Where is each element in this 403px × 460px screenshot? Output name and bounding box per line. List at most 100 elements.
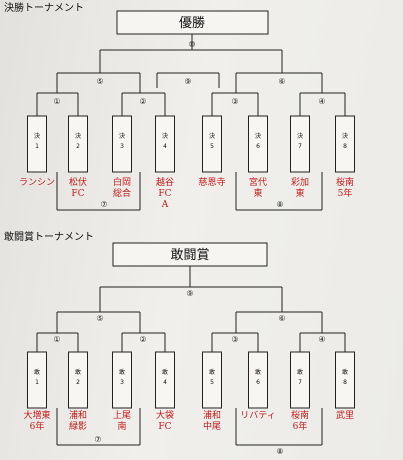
final-team-name-3: 総合 [113,187,131,199]
final-team-name-4: FC [158,189,171,199]
fs-slot-box-1 [27,351,47,409]
fs-slot-number-7: 7 [298,379,302,386]
fighting-spirit-tournament [36,242,346,446]
fs-slot-box-6 [248,351,268,409]
fs-slot-number-5: 5 [210,379,214,386]
fs-slot-label-4: 敢 [162,368,168,376]
fs-slot-label-8: 敢 [342,368,348,376]
fs-final-match-number: ⑨ [186,289,193,298]
final-team-name-1: ランシン [19,177,55,188]
final-slot-box-1 [27,115,47,173]
fs-slot-label-1: 敢 [34,368,40,376]
fs-slot-number-6: 6 [256,379,260,386]
final-slot-label-6: 決 [255,132,261,140]
fs-qf-number-1: ① [53,335,60,344]
final-slot-box-7 [290,115,310,173]
final-slot-label-8: 決 [342,132,348,140]
final-slot-box-3 [112,115,132,173]
fs-team-name-5: 中尾 [203,420,221,432]
qf-number-3: ③ [231,97,238,106]
fs-slot-box-5 [202,351,222,409]
fs-team-name-1: 大増東 [23,409,50,421]
final-slot-box-8 [335,115,355,173]
final-slot-number-4: 4 [163,143,167,150]
fs-slot-box-3 [112,351,132,409]
final-team-name-6: 宮代 [249,176,267,188]
final-team-name-3: 白岡 [113,176,131,188]
final-team-name-7: 彩加 [291,177,309,188]
final-team-names: ランシン松伏FC白岡総合越谷FCA慈恩寺宮代東彩加東桜南5年 [19,176,354,210]
final-slot-label-4: 決 [162,132,168,140]
fs-slot-box-2 [68,351,88,409]
semi-left-number: ⑤ [96,77,103,86]
final-team-name-2: FC [71,189,84,199]
fs-qf-number-2: ② [139,335,146,344]
fs-semi-right-number: ⑥ [278,314,285,323]
fighting-spirit-label: 敢闘賞 [170,248,209,263]
fs-slot-number-8: 8 [343,379,347,386]
fs-slot-label-3: 敢 [119,368,125,376]
final-slot-number-5: 5 [210,143,214,150]
final-slot-label-5: 決 [209,132,215,140]
fs-slot-label-7: 敢 [297,368,303,376]
final-team-name-7: 東 [295,187,304,199]
fs-team-name-2: 浦和 [69,409,87,421]
final-slot-label-3: 決 [119,132,125,140]
fs-team-name-2: 緑影 [69,420,87,432]
fs-slot-number-2: 2 [76,379,80,386]
fs-slot-number-4: 4 [163,379,167,386]
qf-number-4: ④ [318,97,325,106]
final-slot-number-8: 8 [343,143,347,150]
final-slot-number-2: 2 [76,143,80,150]
fs-slot-box-7 [290,351,310,409]
fs-team-name-3: 上尾 [113,410,131,421]
fs-slot-box-4 [155,351,175,409]
fs-team-name-3: 南 [117,420,126,432]
semi-right-number: ⑥ [278,77,285,86]
fs-team-name-4: FC [158,422,171,432]
final-team-name-8: 5年 [338,187,353,199]
fs-slot-number-3: 3 [120,379,124,386]
qf-number-2: ② [139,97,146,106]
final-slot-box-5 [202,115,222,173]
fs-team-name-5: 浦和 [203,409,221,421]
final-team-name-4: 越谷 [156,176,174,188]
fs-team-name-7: 桜南 [291,409,309,421]
fs-placement-right-number: ⑧ [276,447,283,456]
final-slot-box-6 [248,115,268,173]
final-slot-number-1: 1 [35,143,39,150]
fs-team-name-7: 6年 [293,420,308,432]
final-slot-box-4 [155,115,175,173]
final-slot-box-2 [68,115,88,173]
final-team-name-8: 桜南 [336,176,354,188]
fs-semi-left-number: ⑤ [96,314,103,323]
final-team-name-5: 慈恩寺 [198,176,225,188]
fs-team-name-1: 6年 [30,420,45,432]
final-slot-label-2: 決 [75,132,81,140]
fs-team-name-6: リバティ [240,410,275,421]
qf-number-1: ① [53,97,60,106]
fs-slot-label-5: 敢 [209,368,215,376]
final-slot-number-3: 3 [120,143,124,150]
fs-qf-number-4: ④ [318,335,325,344]
fs-team-name-4: 大袋 [156,409,174,421]
third-place-number: ⑨ [184,77,191,86]
fs-qf-number-3: ③ [231,335,238,344]
placement-right-number: ⑧ [276,200,283,209]
final-team-name-4: A [161,200,169,210]
final-slot-number-7: 7 [298,143,302,150]
final-slot-label-7: 決 [297,132,303,140]
placement-left-number: ⑦ [100,200,107,209]
fighting-spirit-team-names: 大増東6年浦和緑影上尾南大袋FC浦和中尾リバティ桜南6年武里 [23,409,354,432]
final-tournament-title: 決勝トーナメント [4,1,84,14]
fs-placement-left-number: ⑦ [94,435,101,444]
champion-label: 優勝 [179,16,205,31]
fs-slot-label-6: 敢 [255,368,261,376]
fs-team-name-8: 武里 [336,409,354,421]
final-slot-label-1: 決 [34,132,40,140]
fs-slot-box-8 [335,351,355,409]
fs-slot-label-2: 敢 [75,368,81,376]
